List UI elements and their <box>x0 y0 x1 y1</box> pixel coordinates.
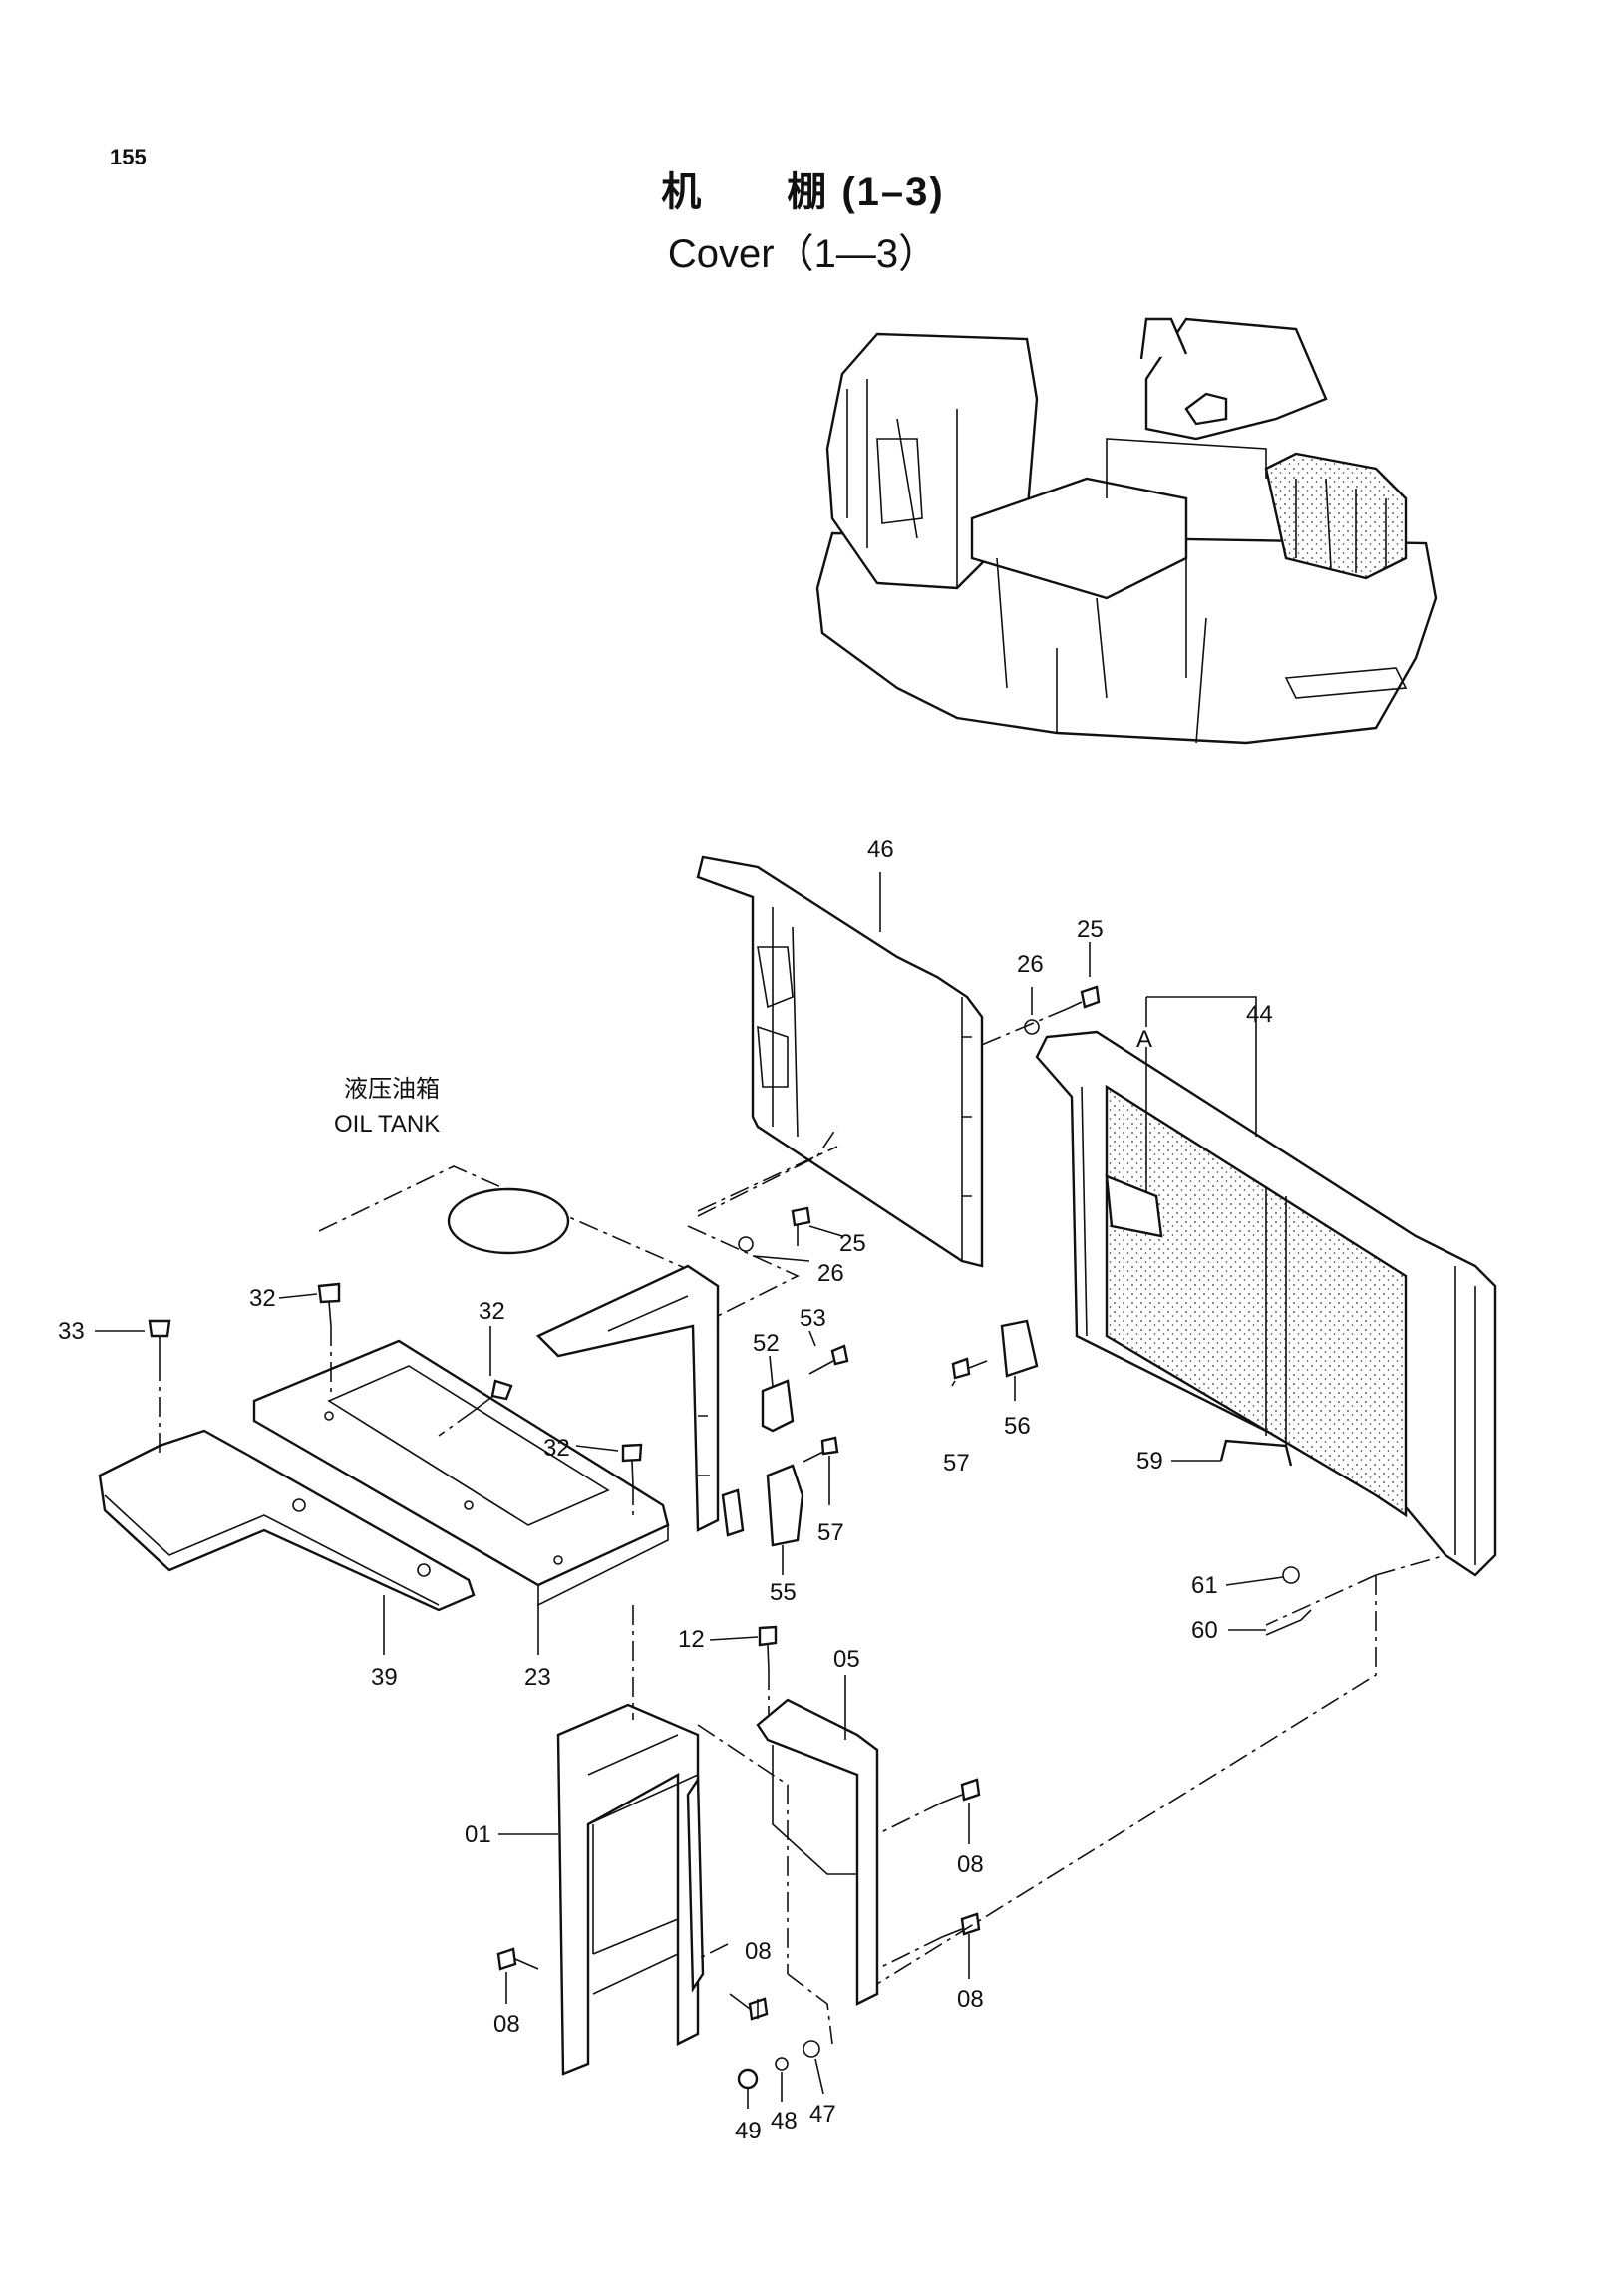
bolt-08a <box>941 1778 981 1804</box>
callout-53: 53 <box>800 1305 826 1332</box>
callout-23: 23 <box>524 1664 551 1691</box>
washer-26a <box>1024 1019 1040 1035</box>
callout-33: 33 <box>58 1318 85 1345</box>
bolt-08c <box>496 1947 539 1971</box>
callout-08-left: 08 <box>493 2011 520 2038</box>
nut-49 <box>737 2068 759 2090</box>
detail-letter: A <box>1136 1026 1152 1053</box>
callout-26-lower: 26 <box>817 1260 844 1287</box>
bolt-32b <box>473 1379 513 1412</box>
bolt-08b <box>941 1912 981 1938</box>
callout-32-right: 32 <box>543 1435 570 1462</box>
callout-05: 05 <box>833 1646 860 1673</box>
callout-32-top: 32 <box>249 1285 276 1312</box>
callout-08-center: 08 <box>745 1938 772 1965</box>
bolt-25a <box>1066 985 1101 1010</box>
page-title-en: Cover（1—3） <box>667 232 939 276</box>
callout-59: 59 <box>1136 1448 1163 1475</box>
bolt-25b <box>791 1206 811 1246</box>
washer-48 <box>775 2057 789 2071</box>
callout-44: 44 <box>1246 1001 1273 1028</box>
callout-48: 48 <box>771 2108 798 2134</box>
callout-61: 61 <box>1191 1572 1218 1599</box>
oil-tank-label-cn: 液压油箱 <box>344 1075 440 1103</box>
callout-56: 56 <box>1004 1413 1031 1440</box>
bolt-32c <box>621 1443 643 1486</box>
assembly-lines <box>159 1008 1446 2045</box>
part-05-bracket <box>756 1698 879 2006</box>
callout-57-right: 57 <box>817 1519 844 1546</box>
excavator-overview <box>815 317 1438 745</box>
callout-12: 12 <box>678 1626 705 1653</box>
callout-32-mid: 32 <box>479 1298 505 1325</box>
bottom-plate-bracket <box>686 1776 705 1993</box>
callout-01: 01 <box>465 1821 491 1848</box>
part-46-cover-panel <box>696 855 984 1268</box>
callout-08-lower-right: 08 <box>957 1986 984 2013</box>
callout-49: 49 <box>735 2118 762 2144</box>
callout-39: 39 <box>371 1664 398 1691</box>
bolt-33 <box>148 1319 171 1361</box>
callout-25: 25 <box>1077 916 1104 943</box>
oil-tank-label-en: OIL TANK <box>334 1111 440 1138</box>
part-01-frame <box>556 1703 700 2076</box>
oil-tank-outline <box>318 1146 838 1532</box>
callout-46: 46 <box>867 836 894 863</box>
page-number: 155 <box>110 145 147 169</box>
part-23-bracket <box>252 1339 670 1607</box>
bolt-12 <box>758 1625 778 1671</box>
callout-55: 55 <box>770 1579 797 1606</box>
bolt-53 <box>808 1344 849 1375</box>
callout-numbers: 46 25 26 44 25 26 33 32 32 53 52 32 57 5… <box>58 836 1273 2144</box>
callout-08-upper-right: 08 <box>957 1851 984 1878</box>
leader-lines <box>95 872 1284 2109</box>
callout-25-lower: 25 <box>839 1230 866 1257</box>
washer-26b <box>738 1236 754 1252</box>
handle-and-clips <box>1219 1439 1312 1636</box>
callout-52: 52 <box>753 1330 780 1357</box>
part-39-cover <box>98 1429 476 1612</box>
page-title-cn: 机 棚 (1–3) <box>661 170 945 214</box>
bolt-08d <box>729 1993 769 2021</box>
part-44-cover-panel <box>1035 1030 1497 1577</box>
bolt-32a <box>317 1282 341 1327</box>
callout-26: 26 <box>1017 951 1044 978</box>
callout-47: 47 <box>809 2101 836 2128</box>
bolt-57a <box>803 1436 839 1463</box>
callout-57-left: 57 <box>943 1450 970 1476</box>
bolt-57b <box>951 1357 988 1380</box>
washer-47 <box>803 2040 820 2058</box>
small-brackets <box>721 1319 1039 1547</box>
bolts <box>148 985 1101 2090</box>
callout-60: 60 <box>1191 1617 1218 1644</box>
